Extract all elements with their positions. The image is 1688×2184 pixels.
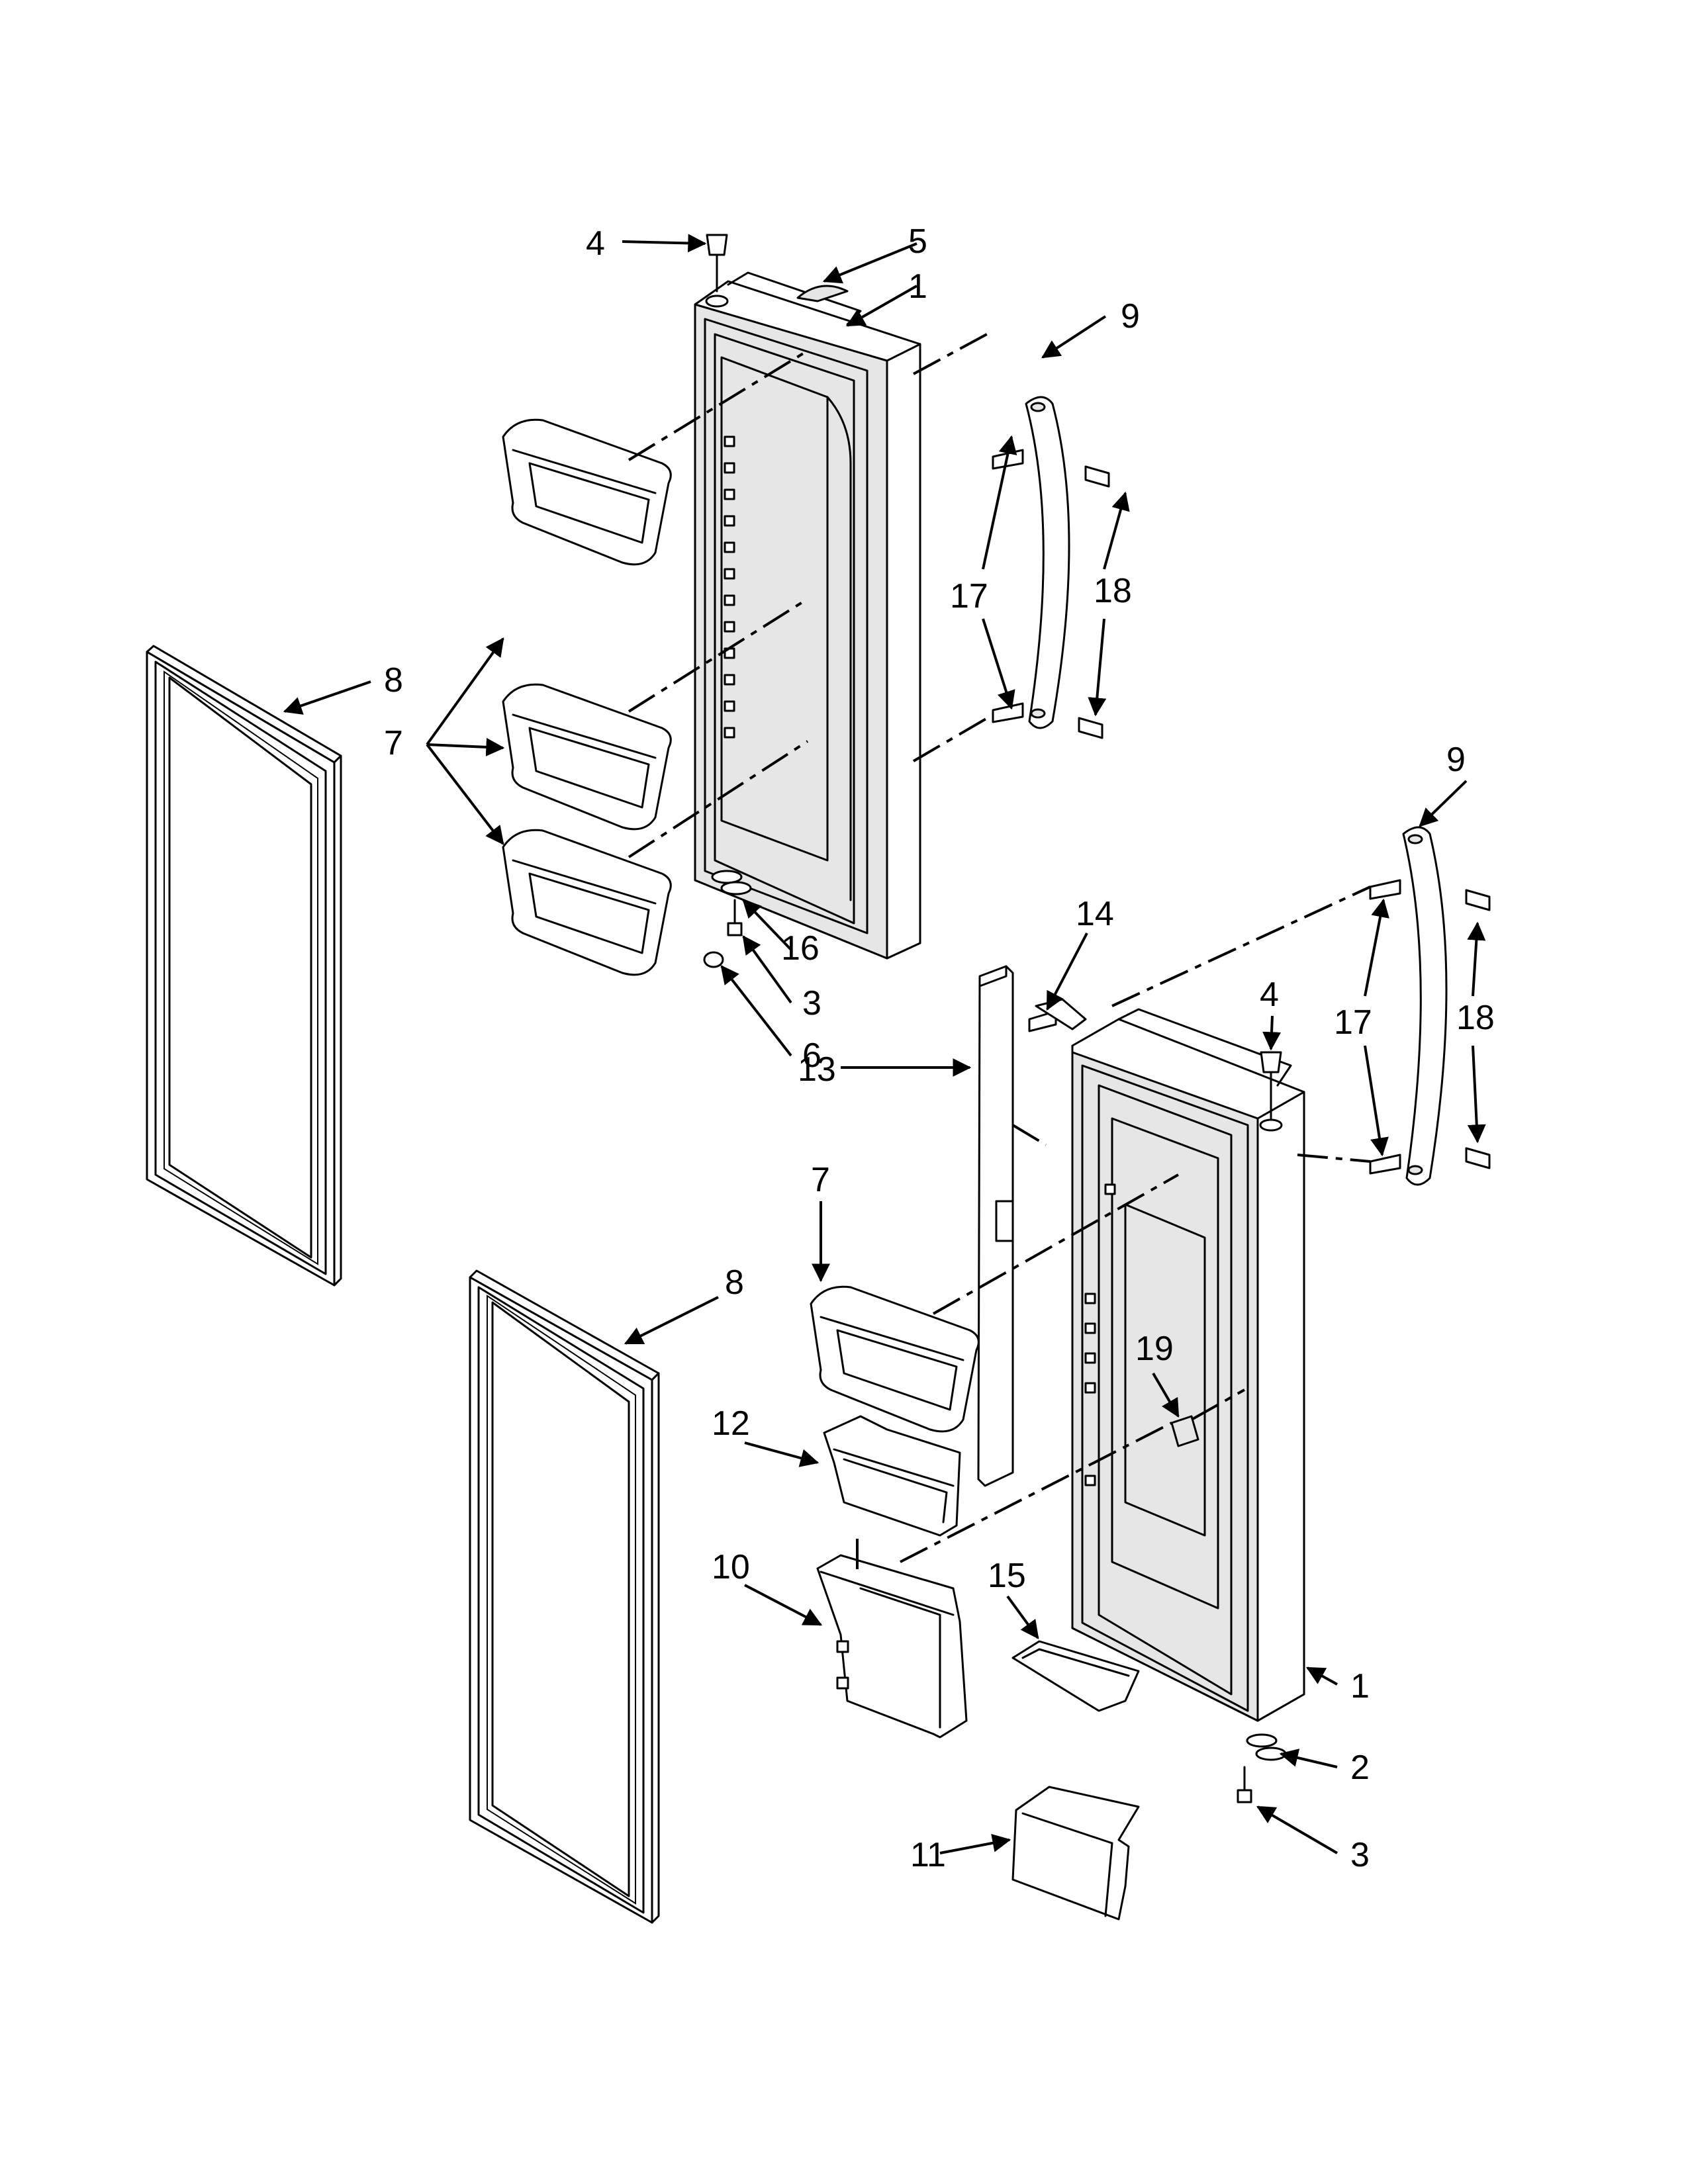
hinge-bottom-top [703, 870, 752, 968]
door-bin-2 [502, 683, 672, 831]
callout-6: 6 [802, 1036, 821, 1075]
callout-16: 16 [781, 929, 820, 968]
callout-19: 19 [1135, 1330, 1174, 1368]
leader-arrows [283, 234, 1486, 1854]
callout-5: 5 [908, 222, 927, 261]
callout-14: 14 [1076, 895, 1114, 933]
callout-10: 10 [712, 1548, 750, 1586]
callout-3-top: 3 [802, 984, 821, 1023]
handle-bottom [1369, 826, 1491, 1186]
bucket [1011, 1786, 1140, 1921]
bracket [1170, 1415, 1199, 1447]
hinge-bottom-bottom [1237, 1733, 1287, 1803]
callout-8-left: 8 [384, 661, 403, 700]
callout-labels: 4 5 1 9 17 18 8 7 16 3 6 9 17 18 14 4 13… [384, 222, 1495, 1874]
housing [816, 1554, 968, 1739]
door-bin-1 [502, 418, 672, 566]
handle-top [992, 396, 1110, 739]
callout-9-top: 9 [1121, 297, 1140, 336]
callout-1-top: 1 [908, 267, 927, 306]
callout-18-bottom: 18 [1456, 999, 1495, 1037]
callout-4-top: 4 [586, 224, 605, 263]
callout-15: 15 [988, 1557, 1026, 1595]
callout-11: 11 [910, 1836, 946, 1874]
callout-17-top: 17 [950, 577, 988, 615]
hinge-pin-top [705, 234, 729, 308]
callout-9-bottom: 9 [1446, 741, 1466, 779]
alignment-lines [628, 330, 1371, 1575]
shelf-buttons-bottom [1084, 1183, 1116, 1486]
callout-18-top: 18 [1094, 572, 1132, 610]
tray [1011, 1640, 1140, 1712]
callout-1-bottom: 1 [1350, 1667, 1370, 1706]
callout-8-bottom: 8 [725, 1263, 744, 1302]
hinge-cap [796, 285, 849, 302]
small-bin [823, 1415, 961, 1537]
gasket-left [146, 645, 342, 1287]
shelf-buttons-top [724, 435, 735, 739]
gasket-bottom [469, 1269, 660, 1924]
callout-13: 13 [798, 1050, 836, 1089]
door-bin-4 [810, 1285, 980, 1433]
callout-3-bottom: 3 [1350, 1836, 1370, 1874]
callout-17-bottom: 17 [1334, 1003, 1372, 1042]
callout-7-bottom: 7 [811, 1161, 830, 1199]
callout-2: 2 [1350, 1749, 1370, 1787]
hinge-pin-bottom [1259, 1051, 1283, 1132]
callout-12: 12 [712, 1404, 750, 1443]
callout-7-top: 7 [384, 724, 403, 762]
divider [977, 965, 1014, 1487]
door-bin-3 [502, 829, 672, 976]
door-bottom [1071, 1008, 1305, 1722]
door-top [694, 271, 921, 960]
callout-4-bottom: 4 [1260, 976, 1279, 1014]
